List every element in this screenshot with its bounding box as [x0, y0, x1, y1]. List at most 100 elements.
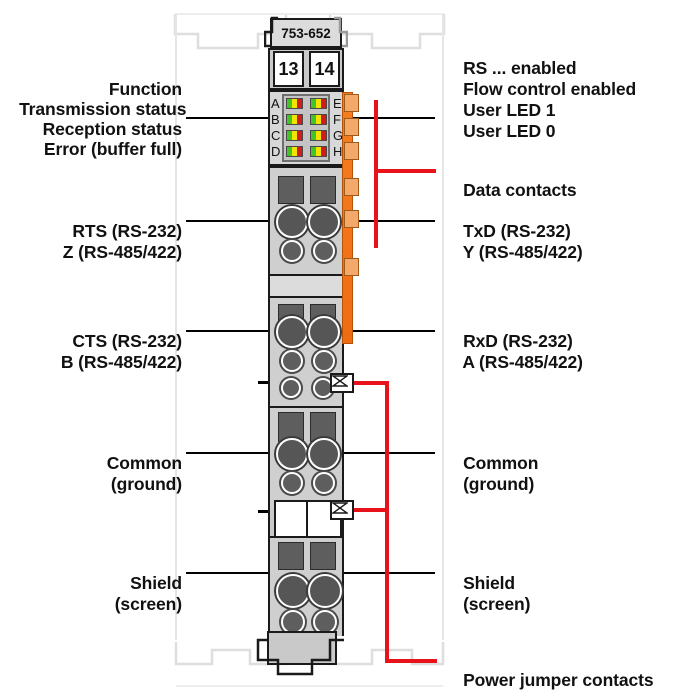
label-b-rs485: B (RS-485/422) [0, 331, 182, 394]
push-button-4-left[interactable] [278, 542, 304, 570]
red-bracket-data-contacts [374, 100, 378, 248]
leader-line-rts-z [186, 220, 299, 222]
label-error-buffer-full-text: Error (buffer full) [43, 139, 182, 159]
led-d-left [286, 146, 303, 157]
terminal-hole-rxd-a[interactable] [308, 316, 340, 348]
terminal-hole-common-left[interactable] [276, 438, 308, 470]
leader-line-rxd-a [330, 330, 435, 332]
label-rxd-rs232-text: RxD (RS-232) [463, 331, 573, 351]
led-letter-f: F [333, 112, 341, 127]
terminal-hole-cts-b[interactable] [276, 316, 308, 348]
terminal-number-13-text: 13 [278, 58, 299, 79]
terminal-hole-txd-y[interactable] [308, 206, 340, 238]
led-letter-g: G [333, 128, 344, 143]
label-z-rs485-text: Z (RS-485/422) [62, 242, 182, 262]
label-shield-left-line1-text: Shield [130, 573, 182, 593]
label-data-contacts-text: Data contacts [463, 180, 577, 200]
led-letter-e: E [333, 96, 342, 111]
label-shield-left-line1: Shield [0, 552, 182, 615]
data-contact-tab-5 [344, 210, 359, 228]
label-common-right-line2-text: (ground) [463, 474, 535, 494]
label-transmission-status: Transmission status [0, 78, 186, 141]
leader-line-shield-left [186, 572, 299, 574]
leader-line-cts-b [186, 330, 299, 332]
led-letter-d: D [271, 144, 281, 159]
terminal-hole-shield-right[interactable] [308, 574, 342, 608]
label-user-led-0: User LED 0 [444, 100, 555, 163]
label-a-rs485-text: A (RS-485/422) [462, 352, 583, 372]
test-hole-1-left[interactable] [281, 240, 303, 262]
terminal-hole-common-right[interactable] [308, 438, 340, 470]
red-leader-power-jumper-lower [344, 508, 389, 512]
leader-line-user-led-0 [330, 117, 435, 119]
led-b-left [286, 114, 303, 125]
label-shield-left-line2-text: (screen) [114, 594, 182, 614]
red-leader-power-jumper-contacts [385, 659, 437, 663]
label-rs-enabled-text: RS ... enabled [463, 58, 577, 78]
test-hole-3-left[interactable] [281, 472, 303, 494]
led-letter-h: H [333, 144, 343, 159]
leader-line-reception-status [186, 117, 303, 119]
label-user-led-0-text: User LED 0 [463, 121, 556, 141]
data-contact-tab-3 [344, 142, 359, 160]
label-y-rs485-text: Y (RS-485/422) [462, 242, 583, 262]
label-common-left-line1-text: Common [106, 453, 182, 473]
test-hole-2b-left[interactable] [281, 378, 301, 398]
red-leader-data-contacts [374, 169, 436, 173]
label-common-right-line1-text: Common [463, 453, 539, 473]
leader-line-common-left [186, 452, 299, 454]
red-leader-power-jumper-upper [344, 381, 389, 385]
label-y-rs485: Y (RS-485/422) [444, 221, 583, 284]
power-jumper-marker-upper [330, 373, 354, 393]
test-hole-2-left[interactable] [281, 350, 303, 372]
test-hole-2-right[interactable] [313, 350, 335, 372]
label-common-left-line1: Common [0, 432, 182, 495]
data-contact-tab-6 [344, 258, 359, 276]
label-reception-status-text: Reception status [42, 119, 183, 139]
label-error-buffer-full: Error (buffer full) [0, 118, 182, 181]
label-a-rs485: A (RS-485/422) [444, 331, 583, 394]
label-rs-enabled: RS ... enabled [444, 37, 576, 100]
label-data-contacts: Data contacts [444, 159, 577, 222]
label-cts-rs232-text: CTS (RS-232) [72, 331, 182, 351]
led-letter-a: A [271, 96, 280, 111]
module-foot [256, 631, 344, 676]
label-reception-status: Reception status [0, 98, 183, 161]
led-c-right [310, 130, 327, 141]
label-shield-right-line1: Shield [444, 552, 515, 615]
body-divider-band-1 [270, 274, 342, 298]
label-common-left-line2-text: (ground) [110, 474, 182, 494]
label-shield-right-line1-text: Shield [463, 573, 515, 593]
label-txd-rs232: TxD (RS-232) [444, 200, 571, 263]
led-d-right [310, 146, 327, 157]
label-user-led-1-text: User LED 1 [463, 100, 556, 120]
test-hole-3-right[interactable] [313, 472, 335, 494]
label-txd-rs232-text: TxD (RS-232) [463, 221, 571, 241]
terminal-number-14: 14 [309, 51, 340, 87]
label-function-text: Function [108, 79, 182, 99]
leader-line-shield-right [330, 572, 435, 574]
label-shield-right-line2: (screen) [444, 573, 530, 636]
marker-label-left[interactable] [274, 500, 310, 538]
label-flow-control-enabled: Flow control enabled [444, 58, 636, 121]
label-user-led-1: User LED 1 [444, 79, 555, 142]
terminal-hole-shield-left[interactable] [276, 574, 310, 608]
led-letter-b: B [271, 112, 280, 127]
label-shield-left-line2: (screen) [0, 573, 182, 636]
terminal-hole-rts-z[interactable] [276, 206, 308, 238]
test-hole-4-left[interactable] [281, 610, 305, 634]
label-common-right-line1: Common [444, 432, 538, 495]
red-bracket-power-jumper [385, 381, 389, 661]
module-part-number-plate: 753-652 [270, 18, 342, 48]
push-button-1-left[interactable] [278, 176, 304, 204]
module-part-number-text: 753-652 [281, 25, 331, 41]
nameplate-hooks [264, 16, 348, 48]
leader-line-common-right [330, 452, 435, 454]
push-button-1-right[interactable] [310, 176, 336, 204]
test-hole-1-right[interactable] [313, 240, 335, 262]
data-contact-tab-4 [344, 178, 359, 196]
push-button-4-right[interactable] [310, 542, 336, 570]
label-rts-rs232-text: RTS (RS-232) [72, 221, 182, 241]
label-power-jumper-contacts-text: Power jumper contacts [463, 670, 654, 690]
